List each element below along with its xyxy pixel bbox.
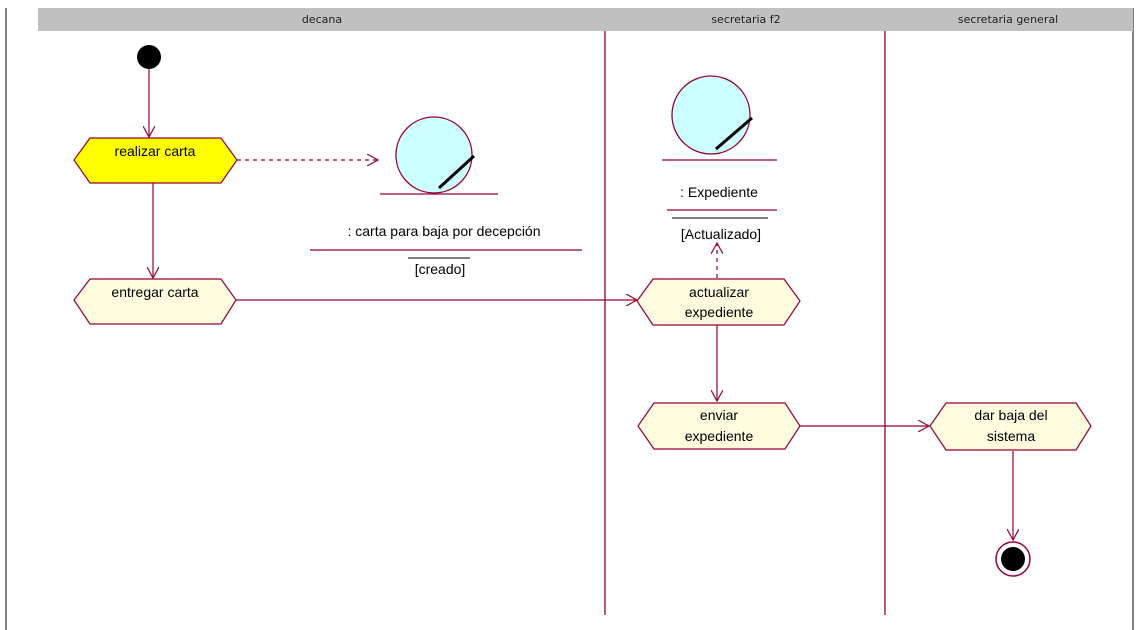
activity-label-realizar-carta: realizar carta [115, 143, 196, 159]
object-name-expediente: : Expediente [680, 184, 758, 200]
swimlane-title-secretaria-f2: secretaria f2 [711, 13, 780, 26]
activity-label-entregar-carta: entregar carta [111, 284, 198, 300]
activity-entregar-carta[interactable]: entregar carta [73, 278, 237, 325]
activity-label-dar-baja-line2: sistema [987, 428, 1035, 444]
activity-label-actualizar-line1: actualizar [689, 284, 749, 300]
activity-realizar-carta[interactable]: realizar carta [73, 137, 238, 184]
object-state-expediente: [Actualizado] [681, 226, 761, 242]
object-name-carta: : carta para baja por decepción [347, 223, 540, 239]
activity-label-dar-baja-line1: dar baja del [974, 407, 1047, 423]
swimlane-title-decana: decana [302, 13, 342, 26]
initial-node[interactable] [137, 45, 161, 69]
entity-icon [395, 116, 473, 194]
activity-label-enviar-line2: expediente [685, 428, 754, 444]
final-node[interactable] [995, 541, 1031, 577]
activity-label-enviar-line1: enviar [700, 407, 738, 423]
activity-enviar-expediente[interactable]: enviar expediente [637, 402, 801, 450]
object-state-carta: [creado] [415, 261, 466, 277]
object-expediente[interactable]: : Expediente [Actualizado] [662, 75, 777, 242]
swimlane-header-bar [38, 8, 1133, 31]
object-carta[interactable]: : carta para baja por decepción [creado] [310, 116, 582, 277]
swimlane-title-secretaria-general: secretaria general [958, 13, 1058, 26]
activity-actualizar-expediente[interactable]: actualizar expediente [636, 278, 801, 326]
entity-icon [671, 75, 751, 155]
activity-dar-baja-sistema[interactable]: dar baja del sistema [929, 402, 1092, 451]
activity-label-actualizar-line2: expediente [685, 304, 754, 320]
